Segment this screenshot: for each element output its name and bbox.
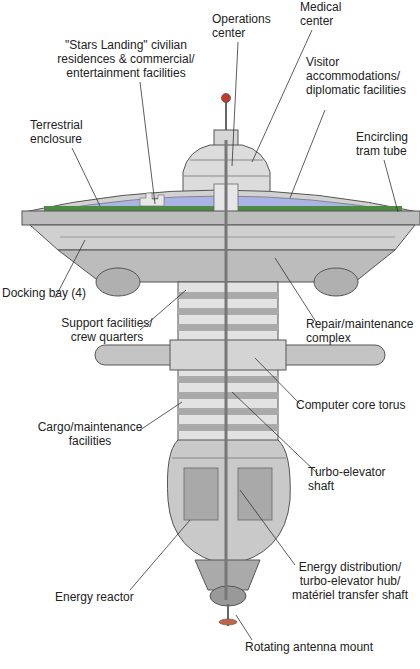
column-band [178,308,278,315]
leader-line [275,258,318,325]
leader-line [252,30,312,162]
leader-line [240,490,295,565]
part-label: Energy reactor [55,590,155,604]
lower-deck [30,225,415,250]
tram-rim [22,211,420,225]
torus-hub [170,340,286,370]
antenna-dish [219,619,237,625]
lower-dome [210,586,246,606]
part-label: Computer core torus [296,398,420,412]
part-label: Turbo-elevator shaft [308,465,392,493]
column-band [178,324,278,331]
part-label: Rotating antenna mount [245,640,417,654]
column-band [178,392,278,399]
buildings [140,193,164,206]
part-label: Medical center [300,0,362,28]
column-band [178,424,278,431]
docking-bay [96,268,140,296]
leader-line [140,402,182,430]
part-label: Cargo/maintenance facilities [26,420,154,448]
part-label: Visitor accommodations/ diplomatic facil… [306,55,420,97]
beacon [222,94,231,103]
leader-line [236,615,252,640]
mast [225,100,227,132]
part-label: Operations center [212,12,274,40]
part-label: Docking bay (4) [2,286,94,300]
leader-line [290,110,325,198]
part-label: Support facilities/ crew quarters [48,316,166,344]
docking-bay [314,268,358,296]
leader-line [72,148,100,206]
reactor-machinery [184,468,218,520]
column-band [178,292,278,299]
deck-line [172,458,286,459]
turbo-shaft [225,140,228,600]
part-label: Repair/maintenance complex [306,317,420,345]
reactor-section [167,440,290,565]
part-label: Terrestrial enclosure [30,118,112,146]
part-label: "Stars Landing" civilian residences & co… [40,38,212,80]
leader-line [140,82,155,204]
leader-line [384,160,398,212]
leader-line [130,520,190,590]
part-label: Encircling tram tube [356,130,420,158]
column-band [178,376,278,383]
column-band [178,408,278,415]
leader-line [255,358,300,404]
part-label: Energy distribution/ turbo-elevator hub/… [282,560,418,602]
leader-line [232,42,238,166]
